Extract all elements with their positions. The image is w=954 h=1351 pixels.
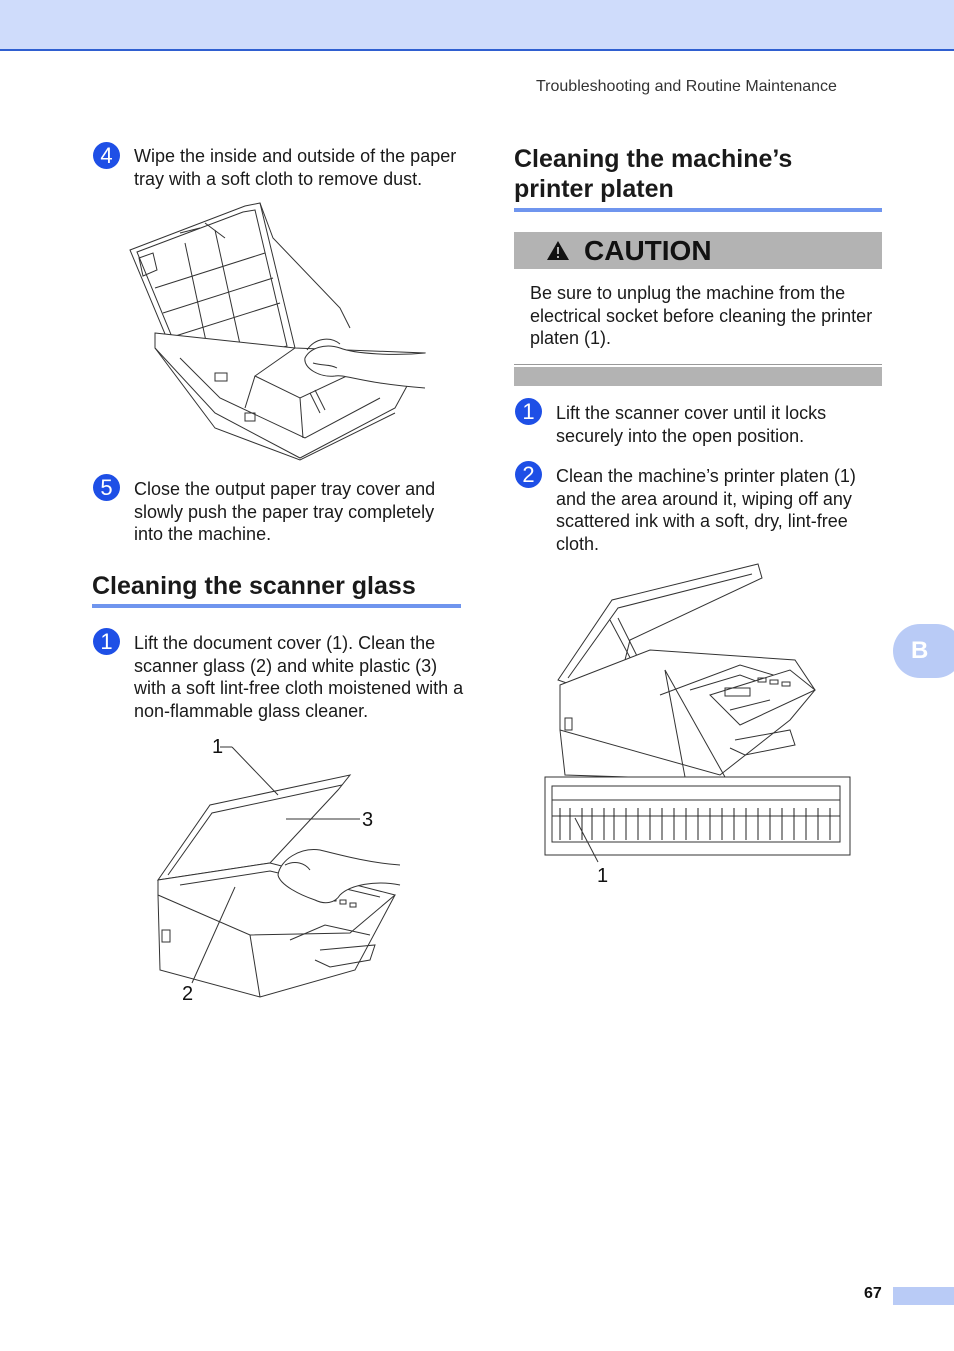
printer-platen-illustration: 1 bbox=[540, 560, 855, 887]
caution-text: Be sure to unplug the machine from the e… bbox=[530, 283, 873, 348]
callout-2: 2 bbox=[182, 983, 193, 1005]
callout-1: 1 bbox=[597, 865, 608, 887]
platen-step-1-text: Lift the scanner cover until it locks se… bbox=[556, 403, 827, 446]
warning-triangle-icon bbox=[547, 241, 569, 260]
scanner-step-1-text: Lift the document cover (1). Clean the s… bbox=[134, 633, 464, 721]
page-number: 67 bbox=[864, 1285, 882, 1302]
caution-divider bbox=[514, 364, 882, 365]
header-band bbox=[0, 0, 954, 51]
step-4-text: Wipe the inside and outside of the paper… bbox=[134, 146, 457, 189]
callout-3: 3 bbox=[362, 809, 373, 831]
scanner-glass-illustration: 1 3 2 bbox=[150, 736, 410, 1005]
platen-step-2-text: Clean the machine’s printer platen (1) a… bbox=[556, 466, 856, 554]
scanner-glass-heading: Cleaning the scanner glass bbox=[92, 572, 416, 600]
step-badge-scanner-1: 1 bbox=[93, 628, 120, 655]
caution-footer-bar bbox=[514, 367, 882, 386]
callout-1: 1 bbox=[212, 736, 223, 758]
running-title: Troubleshooting and Routine Maintenance bbox=[536, 78, 837, 95]
heading-rule bbox=[92, 604, 461, 608]
caution-label: CAUTION bbox=[584, 235, 712, 266]
caution-banner: CAUTION bbox=[514, 232, 882, 269]
step-badge-5: 5 bbox=[93, 474, 120, 501]
step-5-text: Close the output paper tray cover and sl… bbox=[134, 479, 436, 544]
paper-tray-illustration bbox=[125, 198, 430, 463]
heading-rule bbox=[514, 208, 882, 212]
step-badge-platen-2: 2 bbox=[515, 461, 542, 488]
page-number-bar bbox=[893, 1287, 954, 1305]
printer-platen-heading-line1: Cleaning the machine’s bbox=[514, 145, 793, 173]
printer-platen-heading-line2: printer platen bbox=[514, 175, 674, 203]
step-badge-4: 4 bbox=[93, 142, 120, 169]
chapter-tab: B bbox=[893, 624, 954, 678]
step-badge-platen-1: 1 bbox=[515, 398, 542, 425]
